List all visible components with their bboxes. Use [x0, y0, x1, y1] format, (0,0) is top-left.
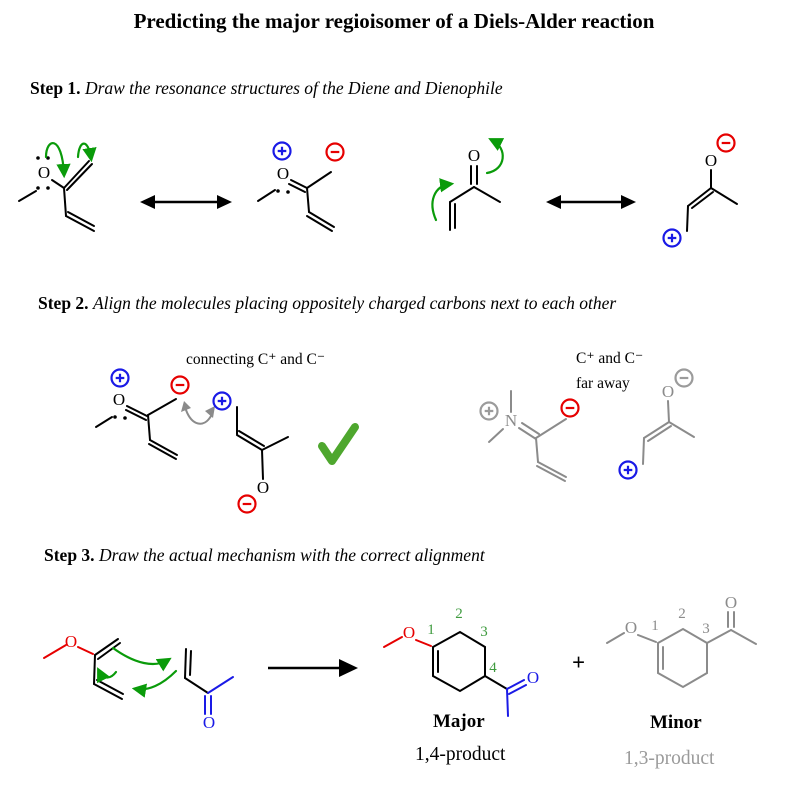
- plus-sign: +: [572, 650, 586, 675]
- negative-charge-icon: [325, 142, 345, 162]
- positive-charge-icon: [272, 141, 292, 161]
- oxygen-atom-label: O: [468, 146, 480, 165]
- step-3-heading: Step 3. Draw the actual mechanism with t…: [44, 545, 485, 566]
- step2-enolate: O: [212, 391, 289, 514]
- page-title: Predicting the major regioisomer of a Di…: [133, 9, 655, 33]
- resonance-arrow-icon: [140, 195, 232, 209]
- step-1-label: Step 1.: [30, 78, 81, 98]
- step2-charged-diene: O: [95, 368, 190, 460]
- step-3-description: Draw the actual mechanism with the corre…: [98, 545, 485, 565]
- step1-enolate: O: [662, 133, 738, 248]
- step-1-heading: Step 1. Draw the resonance structures of…: [30, 78, 503, 99]
- minor-label: Minor: [650, 712, 702, 733]
- electron-pushing-arrow-icon: [431, 178, 455, 222]
- oxygen-atom-label: O: [257, 478, 269, 497]
- oxygen-atom-label: O: [113, 390, 125, 409]
- step2-gray-enolate: O: [618, 368, 695, 480]
- bad-alignment-caption-line2: far away: [576, 375, 630, 392]
- negative-charge-icon: [674, 368, 694, 388]
- oxygen-atom-label: O: [403, 623, 415, 642]
- minor-product-structure: O 1 2 3 O: [606, 593, 757, 689]
- nitrogen-atom-label: N: [505, 411, 517, 430]
- electron-pushing-arrow-icon: [76, 142, 97, 163]
- oxygen-atom-label: O: [705, 151, 717, 170]
- ring-position-number: 3: [702, 621, 710, 637]
- electron-pushing-arrow-icon: [131, 669, 178, 698]
- reaction-arrow-icon: [268, 659, 358, 677]
- positive-charge-icon: [662, 228, 682, 248]
- major-product-name: 1,4-product: [415, 744, 506, 765]
- resonance-arrow-icon: [546, 195, 636, 209]
- positive-charge-icon: [479, 401, 499, 421]
- oxygen-atom-label: O: [65, 632, 77, 651]
- ring-position-number: 2: [455, 606, 463, 622]
- minor-product-name: 1,3-product: [624, 748, 715, 769]
- ring-position-number: 2: [678, 606, 686, 622]
- step-2-label: Step 2.: [38, 293, 89, 313]
- step-1-description: Draw the resonance structures of the Die…: [84, 78, 503, 98]
- step1-mvk: O: [431, 138, 505, 231]
- ring-position-number: 1: [651, 618, 659, 634]
- step-2-description: Align the molecules placing oppositely c…: [92, 293, 617, 313]
- step1-charged-diene: O: [257, 141, 345, 232]
- negative-charge-icon: [560, 398, 580, 418]
- oxygen-atom-label: O: [38, 163, 50, 182]
- negative-charge-icon: [716, 133, 736, 153]
- ring-position-number: 1: [427, 622, 435, 638]
- negative-charge-icon: [237, 494, 257, 514]
- oxygen-atom-label: O: [203, 713, 215, 732]
- major-label: Major: [433, 711, 485, 732]
- bad-alignment-caption-line1: C⁺ and C⁻: [576, 350, 644, 367]
- electron-pushing-arrow-icon: [44, 142, 71, 179]
- oxygen-atom-label: O: [662, 382, 674, 401]
- checkmark-icon: [318, 423, 359, 465]
- step-3-label: Step 3.: [44, 545, 95, 565]
- step3-mechanism: O O: [43, 632, 234, 732]
- step-2-heading: Step 2. Align the molecules placing oppo…: [38, 293, 616, 314]
- oxygen-atom-label: O: [527, 668, 539, 687]
- electron-pushing-arrow-icon: [97, 667, 118, 684]
- ring-position-number: 3: [480, 624, 488, 640]
- oxygen-atom-label: O: [625, 618, 637, 637]
- positive-charge-icon: [618, 460, 638, 480]
- lone-pair-dots: [36, 156, 50, 190]
- major-product-structure: O 1 2 3 4 O: [383, 606, 539, 717]
- step1-methoxy-diene: O: [18, 142, 97, 232]
- bad-alignment-caption: C⁺ and C⁻ far away: [576, 346, 643, 396]
- electron-pushing-arrow-icon: [111, 646, 172, 672]
- negative-charge-icon: [170, 375, 190, 395]
- positive-charge-icon: [110, 368, 130, 388]
- oxygen-atom-label: O: [725, 593, 737, 612]
- electron-pushing-arrow-icon: [485, 138, 505, 175]
- charge-transfer-arrow-icon: [181, 401, 215, 425]
- good-alignment-caption: connecting C⁺ and C⁻: [186, 351, 326, 368]
- positive-charge-icon: [212, 391, 232, 411]
- step2-iminium-diene: N: [479, 390, 580, 482]
- lone-pair-dots: [276, 189, 290, 194]
- oxygen-atom-label: O: [277, 164, 289, 183]
- lone-pair-dots: [113, 415, 127, 420]
- ring-position-number: 4: [489, 660, 497, 676]
